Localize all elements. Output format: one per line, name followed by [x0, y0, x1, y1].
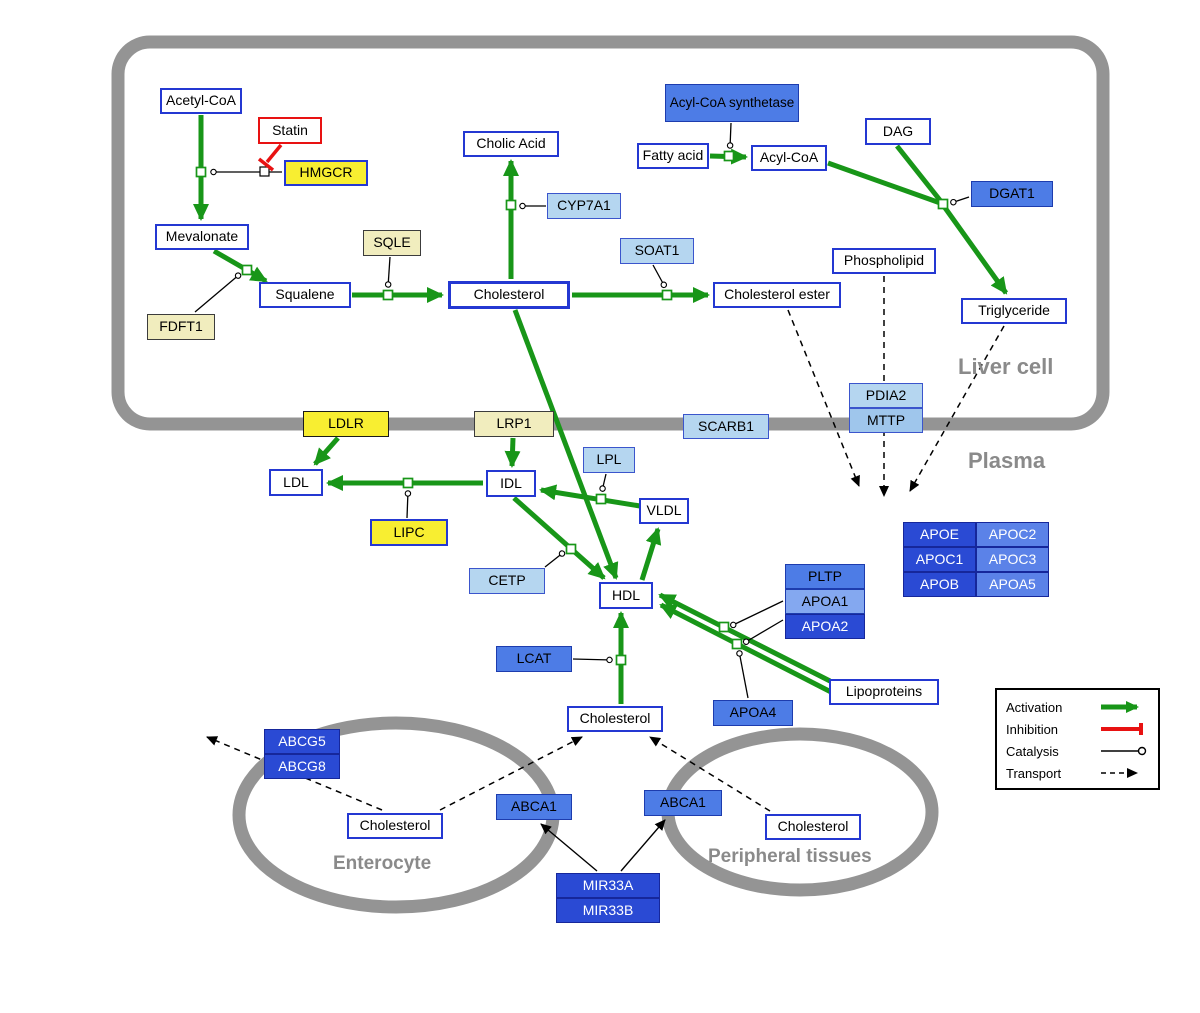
node-cholesterol-enterocyte[interactable]: Cholesterol: [347, 813, 443, 839]
node-lcat[interactable]: LCAT: [496, 646, 572, 672]
node-apoc3[interactable]: APOC3: [976, 547, 1049, 572]
legend-transport-label: Transport: [1006, 765, 1062, 781]
node-mevalonate[interactable]: Mevalonate: [155, 224, 249, 250]
node-cholesterol-ester[interactable]: Cholesterol ester: [713, 282, 841, 308]
node-sqle[interactable]: SQLE: [363, 230, 421, 256]
node-apoc1[interactable]: APOC1: [903, 547, 976, 572]
node-acyl-coa-synthetase[interactable]: Acyl-CoA synthetase: [665, 84, 799, 122]
node-cyp7a1[interactable]: CYP7A1: [547, 193, 621, 219]
node-cholesterol-plasma[interactable]: Cholesterol: [567, 706, 663, 732]
node-statin[interactable]: Statin: [258, 117, 322, 144]
transport-dashed-icon: [1101, 768, 1138, 778]
node-abcg5[interactable]: ABCG5: [264, 729, 340, 754]
node-lpl[interactable]: LPL: [583, 447, 635, 473]
catalysis-circle-icon: [1101, 746, 1147, 756]
node-phospholipid[interactable]: Phospholipid: [832, 248, 936, 274]
legend-inhibition-label: Inhibition: [1006, 721, 1059, 737]
node-cholic-acid[interactable]: Cholic Acid: [463, 131, 559, 157]
node-apoc2[interactable]: APOC2: [976, 522, 1049, 547]
node-apoa5[interactable]: APOA5: [976, 572, 1049, 597]
node-squalene[interactable]: Squalene: [259, 282, 351, 308]
legend-catalysis-label: Catalysis: [1006, 743, 1059, 759]
node-apoe[interactable]: APOE: [903, 522, 976, 547]
node-lipoproteins[interactable]: Lipoproteins: [829, 679, 939, 705]
peripheral-tissues-label: Peripheral tissues: [708, 846, 872, 867]
node-hdl[interactable]: HDL: [599, 582, 653, 609]
node-triglyceride[interactable]: Triglyceride: [961, 298, 1067, 324]
node-abcg8[interactable]: ABCG8: [264, 754, 340, 779]
node-fatty-acid[interactable]: Fatty acid: [637, 143, 709, 169]
inhibition-tbar-icon: [1101, 723, 1143, 735]
mir33-edges: [540, 819, 666, 872]
node-fdft1[interactable]: FDFT1: [147, 314, 215, 340]
node-pltp[interactable]: PLTP: [785, 564, 865, 589]
node-acetyl-coa[interactable]: Acetyl-CoA: [160, 88, 242, 114]
legend-catalysis: Catalysis: [1006, 740, 1149, 762]
statin-target-square: [259, 166, 270, 177]
node-abca1-enterocyte[interactable]: ABCA1: [496, 794, 572, 820]
node-apob[interactable]: APOB: [903, 572, 976, 597]
node-apoa2[interactable]: APOA2: [785, 614, 865, 639]
node-mir33a[interactable]: MIR33A: [556, 873, 660, 898]
node-mttp[interactable]: MTTP: [849, 408, 923, 433]
inhibition-edge: [257, 143, 283, 172]
node-ldl[interactable]: LDL: [269, 469, 323, 496]
legend-activation-label: Activation: [1006, 699, 1063, 715]
node-cetp[interactable]: CETP: [469, 568, 545, 594]
node-mir33b[interactable]: MIR33B: [556, 898, 660, 923]
legend-transport: Transport: [1006, 762, 1149, 784]
plasma-label: Plasma: [968, 448, 1046, 473]
legend-activation: Activation: [1006, 696, 1149, 718]
node-hmgcr[interactable]: HMGCR: [284, 160, 368, 186]
node-lrp1[interactable]: LRP1: [474, 411, 554, 437]
node-vldl[interactable]: VLDL: [639, 498, 689, 524]
node-lipc[interactable]: LIPC: [370, 519, 448, 546]
liver-cell-membrane: [111, 35, 1110, 431]
liver-cell-label: Liver cell: [958, 354, 1054, 379]
enterocyte-label: Enterocyte: [333, 853, 432, 874]
node-acyl-coa[interactable]: Acyl-CoA: [751, 145, 827, 171]
node-soat1[interactable]: SOAT1: [620, 238, 694, 264]
node-dgat1[interactable]: DGAT1: [971, 181, 1053, 207]
node-abca1-peripheral[interactable]: ABCA1: [644, 790, 722, 816]
reaction-squares: [195, 150, 949, 666]
node-dag[interactable]: DAG: [865, 118, 931, 145]
node-cholesterol-liver[interactable]: Cholesterol: [448, 281, 570, 309]
legend: Activation Inhibition Catalysis Transpor…: [995, 688, 1160, 790]
catalysis-edges: [194, 122, 970, 699]
node-pdia2[interactable]: PDIA2: [849, 383, 923, 408]
node-scarb1[interactable]: SCARB1: [683, 414, 769, 439]
node-cholesterol-peripheral[interactable]: Cholesterol: [765, 814, 861, 840]
node-apoa4[interactable]: APOA4: [713, 700, 793, 726]
legend-inhibition: Inhibition: [1006, 718, 1149, 740]
node-idl[interactable]: IDL: [486, 470, 536, 497]
activation-arrow-icon: [1101, 701, 1139, 713]
node-ldlr[interactable]: LDLR: [303, 411, 389, 437]
node-apoa1[interactable]: APOA1: [785, 589, 865, 614]
